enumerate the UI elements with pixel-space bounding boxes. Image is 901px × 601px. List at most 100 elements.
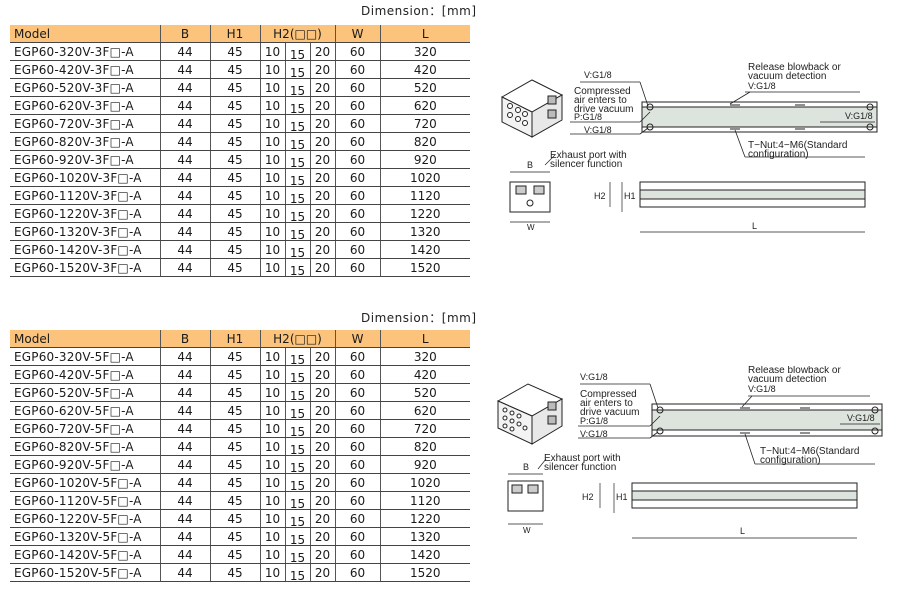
col-header-h1: H1 bbox=[209, 330, 260, 348]
h1-cell: 45 bbox=[209, 527, 260, 546]
col-header-b: B bbox=[159, 25, 210, 43]
b-cell: 44 bbox=[159, 150, 210, 169]
h2c-cell: 20 bbox=[309, 491, 336, 510]
b-cell: 44 bbox=[159, 401, 210, 420]
label-tnut-2: configuration) bbox=[760, 455, 821, 466]
w-cell: 60 bbox=[334, 42, 381, 61]
w-cell: 60 bbox=[334, 60, 381, 79]
l-cell: 1320 bbox=[379, 527, 471, 546]
h2a-cell: 10 bbox=[259, 401, 285, 420]
label-tnut-1: T−Nut:4−M6(Standard bbox=[748, 140, 848, 151]
label-port-left-top: V:G1/8 bbox=[584, 70, 612, 80]
b-cell: 44 bbox=[159, 365, 210, 384]
rail-top-view bbox=[641, 101, 878, 133]
h2a-cell: 10 bbox=[259, 473, 285, 492]
h2c-cell: 20 bbox=[309, 563, 336, 582]
w-cell: 60 bbox=[334, 545, 381, 564]
b-cell: 44 bbox=[159, 473, 210, 492]
w-cell: 60 bbox=[334, 204, 381, 223]
col-header-w: W bbox=[334, 330, 381, 348]
h2b-cell: 15 bbox=[284, 563, 310, 582]
h1-cell: 45 bbox=[209, 419, 260, 438]
h1-cell: 45 bbox=[209, 168, 260, 187]
h2a-cell: 10 bbox=[259, 258, 285, 277]
h1-cell: 45 bbox=[209, 563, 260, 582]
h2a-cell: 10 bbox=[259, 222, 285, 241]
h2c-cell: 20 bbox=[309, 455, 336, 474]
model-cell: EGP60-1420V-5F□-A bbox=[10, 545, 160, 564]
h2b-cell: 15 bbox=[284, 365, 310, 384]
w-cell: 60 bbox=[334, 168, 381, 187]
w-cell: 60 bbox=[334, 401, 381, 420]
h2a-cell: 10 bbox=[259, 563, 285, 582]
h1-cell: 45 bbox=[209, 114, 260, 133]
label-port-p: P:G1/8 bbox=[574, 112, 602, 122]
h2c-cell: 20 bbox=[309, 527, 336, 546]
h2c-cell: 20 bbox=[309, 168, 336, 187]
h2b-cell: 15 bbox=[284, 545, 310, 564]
h1-cell: 45 bbox=[209, 545, 260, 564]
dimension-note: Dimension：[mm] bbox=[361, 311, 477, 325]
dimension-diagram-5f: Release blowback or vacuum detection V:G… bbox=[490, 365, 890, 546]
model-cell: EGP60-820V-3F□-A bbox=[10, 132, 160, 151]
model-cell: EGP60-1220V-5F□-A bbox=[10, 509, 160, 528]
h1-cell: 45 bbox=[209, 365, 260, 384]
model-cell: EGP60-1220V-3F□-A bbox=[10, 204, 160, 223]
h1-cell: 45 bbox=[209, 132, 260, 151]
w-cell: 60 bbox=[334, 114, 381, 133]
w-cell: 60 bbox=[334, 419, 381, 438]
b-cell: 44 bbox=[159, 186, 210, 205]
label-compressed-1: Compressed bbox=[574, 86, 631, 97]
h2a-cell: 10 bbox=[259, 60, 285, 79]
h2b-cell: 15 bbox=[284, 509, 310, 528]
w-cell: 60 bbox=[334, 527, 381, 546]
b-cell: 44 bbox=[159, 114, 210, 133]
l-cell: 820 bbox=[379, 437, 471, 456]
model-cell: EGP60-1020V-3F□-A bbox=[10, 168, 160, 187]
h2a-cell: 10 bbox=[259, 114, 285, 133]
h1-cell: 45 bbox=[209, 401, 260, 420]
w-cell: 60 bbox=[334, 258, 381, 277]
l-cell: 1120 bbox=[379, 186, 471, 205]
label-compressed-2: air enters to bbox=[574, 95, 627, 106]
b-cell: 44 bbox=[159, 509, 210, 528]
b-cell: 44 bbox=[159, 78, 210, 97]
w-cell: 60 bbox=[334, 186, 381, 205]
h2a-cell: 10 bbox=[259, 545, 285, 564]
h2b-cell: 15 bbox=[284, 347, 310, 366]
b-cell: 44 bbox=[159, 42, 210, 61]
dim-label-b: B bbox=[527, 160, 533, 170]
dim-label-w: W bbox=[523, 526, 531, 535]
label-port-left-bottom: V:G1/8 bbox=[584, 125, 612, 135]
model-cell: EGP60-520V-3F□-A bbox=[10, 78, 160, 97]
label-port-top-right: V:G1/8 bbox=[748, 81, 776, 91]
model-cell: EGP60-920V-3F□-A bbox=[10, 150, 160, 169]
h1-cell: 45 bbox=[209, 258, 260, 277]
model-cell: EGP60-920V-5F□-A bbox=[10, 455, 160, 474]
model-cell: EGP60-1320V-3F□-A bbox=[10, 222, 160, 241]
front-view-block bbox=[507, 480, 544, 512]
label-release-2: vacuum detection bbox=[748, 71, 826, 82]
side-view-rail bbox=[631, 482, 858, 509]
model-cell: EGP60-1320V-5F□-A bbox=[10, 527, 160, 546]
h2c-cell: 20 bbox=[309, 96, 336, 115]
label-exhaust-2: silencer function bbox=[550, 159, 622, 170]
h2c-cell: 20 bbox=[309, 419, 336, 438]
model-cell: EGP60-1520V-3F□-A bbox=[10, 258, 160, 277]
h1-cell: 45 bbox=[209, 509, 260, 528]
h2b-cell: 15 bbox=[284, 114, 310, 133]
label-compressed-3: drive vacuum bbox=[580, 407, 639, 418]
h2b-cell: 15 bbox=[284, 132, 310, 151]
dimension-lines bbox=[510, 154, 865, 233]
h2b-cell: 15 bbox=[284, 258, 310, 277]
model-cell: EGP60-420V-5F□-A bbox=[10, 365, 160, 384]
